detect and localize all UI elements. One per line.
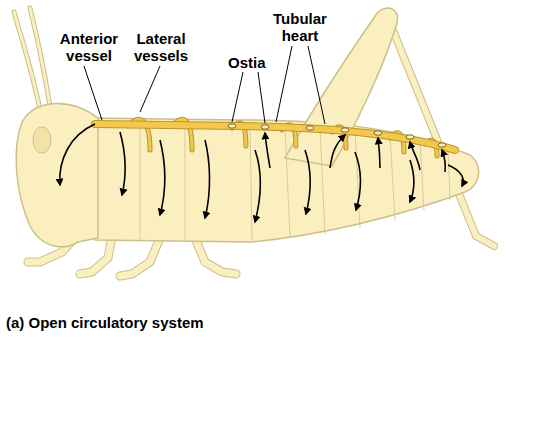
- part-label: Ostia: [228, 54, 288, 71]
- leader-lines: [84, 46, 325, 124]
- flow-arrows: [60, 124, 463, 222]
- head: [16, 103, 98, 246]
- part-label: Tubular heart: [262, 10, 338, 44]
- part-label: Lateral vessels: [124, 30, 198, 64]
- legs: [14, 8, 494, 276]
- tubular-heart: [95, 124, 455, 150]
- figure-caption: (a) Open circulatory system: [6, 314, 204, 332]
- part-label: Anterior vessel: [52, 30, 126, 64]
- eye: [33, 127, 51, 153]
- body: [90, 118, 479, 242]
